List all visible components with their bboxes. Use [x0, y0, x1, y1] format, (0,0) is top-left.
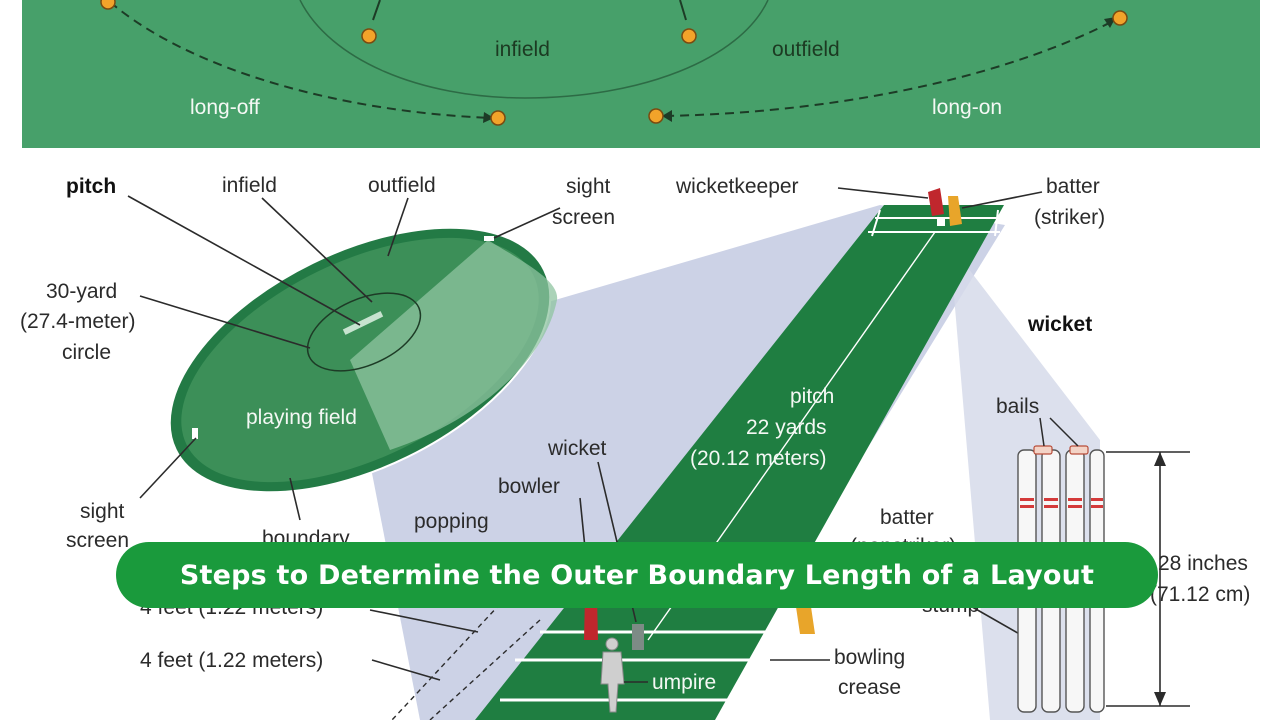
top-outfield-label: outfield: [772, 38, 840, 61]
fielder-arrow-1: [372, 0, 381, 21]
oval-leader-lines: [127, 195, 561, 521]
dimension-arrow-up: [1154, 452, 1166, 466]
fielder-dot: [681, 28, 697, 44]
wicketkeeper-leader: [837, 187, 929, 199]
sight-screen-top-label-2: screen: [552, 206, 615, 229]
boundary-leader: [289, 477, 301, 521]
umpire-figure: [600, 637, 625, 713]
sight-screen-top-marker: [484, 236, 494, 241]
batter-striker-label-1: batter: [1046, 175, 1100, 198]
fielder-dot: [1112, 10, 1128, 26]
sight-screen-bottom-label-2: screen: [66, 529, 129, 552]
sight-screen-top-leader: [493, 207, 561, 239]
fielder-dot: [100, 0, 116, 10]
outfield-leader: [387, 197, 409, 257]
crease-measure-dashed-2: [429, 619, 541, 720]
thirty-yard-circle: [306, 292, 422, 372]
far-return-crease-right: [994, 209, 999, 237]
far-return-crease-left: [871, 209, 881, 237]
fielder-arrow-2: [679, 0, 687, 21]
bails-leader: [1039, 417, 1079, 447]
bail-left: [1033, 445, 1053, 455]
bowler-label: bowler: [498, 475, 560, 498]
top-infield-label: infield: [495, 38, 550, 61]
mini-pitch: [342, 311, 384, 335]
infield-leader: [261, 197, 373, 303]
fielder-dot: [361, 28, 377, 44]
outfield-label: outfield: [368, 174, 436, 197]
bail-right: [1069, 445, 1089, 455]
stump-stripes: [1020, 498, 1103, 508]
pitch-label: pitch: [66, 175, 116, 198]
long-on-label: long-on: [932, 96, 1002, 119]
wicket-lower-label: wicket: [547, 437, 607, 460]
sight-screen-bottom-leader: [139, 437, 197, 499]
bowling-crease-label-2: crease: [838, 676, 901, 699]
circle-label-3: circle: [62, 341, 111, 364]
long-off-label: long-off: [190, 96, 260, 119]
bowling-crease-label-1: bowling: [834, 646, 905, 669]
pitch-length-label-2: 22 yards: [746, 416, 827, 439]
playing-field-label: playing field: [246, 406, 357, 429]
circle-leader: [139, 295, 311, 349]
near-wicket: [632, 624, 644, 650]
infield-label: infield: [222, 174, 277, 197]
title-banner: Steps to Determine the Outer Boundary Le…: [116, 542, 1158, 608]
fielder-dot: [490, 110, 506, 126]
pitch-length-label-1: pitch: [790, 385, 834, 408]
wicketkeeper-figure: [928, 188, 944, 216]
striker-figure: [948, 196, 962, 226]
batter-striker-leader: [961, 191, 1043, 209]
feet-upper-leader: [369, 609, 479, 633]
height-label-2: (71.12 cm): [1150, 583, 1250, 606]
feet-lower-label: 4 feet (1.22 meters): [140, 649, 323, 672]
bails-label: bails: [996, 395, 1039, 418]
sight-screen-bottom-label-1: sight: [80, 500, 125, 523]
dashed-arc-left: [109, 1, 493, 119]
sight-screen-top-label-1: sight: [566, 175, 611, 198]
height-label-1: 28 inches: [1158, 552, 1248, 575]
wicket-right-label: wicket: [1027, 313, 1092, 336]
pitch-length-label-3: (20.12 meters): [690, 447, 827, 470]
top-field-background: [22, 0, 1260, 148]
dimension-arrow-down: [1154, 692, 1166, 706]
arrow-head-center: [662, 110, 672, 122]
popping-label: popping: [414, 510, 489, 533]
playing-field-oval: playing field: [168, 226, 558, 494]
height-dimension: [1106, 451, 1190, 707]
batter-nonstriker-label-1: batter: [880, 506, 934, 529]
circle-label-2: (27.4-meter): [20, 310, 136, 333]
arrow-head-left: [483, 112, 494, 123]
infield-arc: [299, 0, 769, 99]
pitch-leader: [127, 195, 361, 326]
banner-title: Steps to Determine the Outer Boundary Le…: [179, 559, 1095, 591]
far-end-players: [928, 188, 962, 226]
highlight-wedge: [350, 240, 558, 450]
wicketkeeper-label: wicketkeeper: [675, 175, 799, 198]
top-field-panel: infield outfield long-off long-on: [22, 0, 1260, 148]
nonstriker-figure: [795, 600, 815, 634]
batter-striker-label-2: (striker): [1034, 206, 1105, 229]
dashed-arc-right: [664, 19, 1116, 117]
crease-measure-lines: [391, 603, 541, 720]
umpire-label: umpire: [652, 671, 716, 694]
feet-lower-leader: [371, 659, 441, 681]
circle-label-1: 30-yard: [46, 280, 117, 303]
fielder-dot: [648, 108, 664, 124]
far-wicket: [937, 218, 945, 226]
sight-screen-bottom-marker: [192, 428, 198, 439]
